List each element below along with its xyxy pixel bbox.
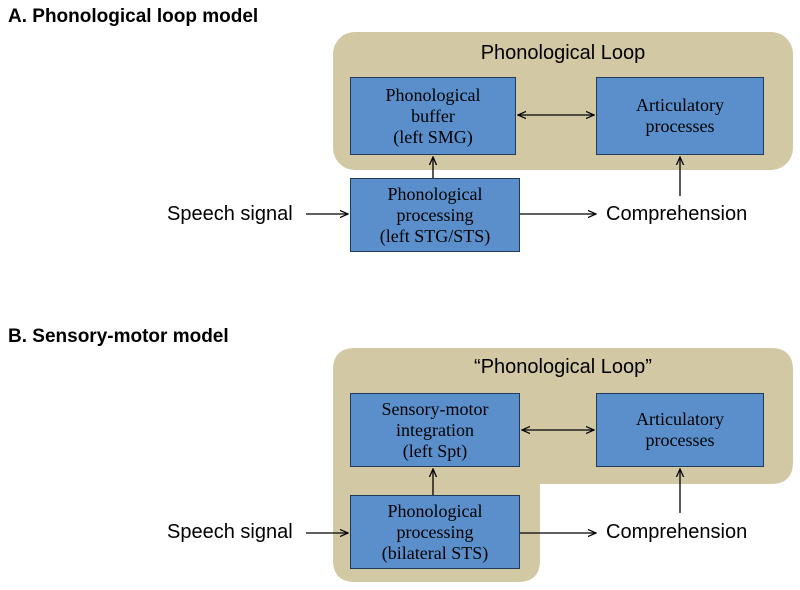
phonological-processing-box-a: Phonological processing (left STG/STS) — [350, 178, 520, 252]
box-line: Articulatory — [636, 409, 724, 429]
box-line: Phonological — [387, 183, 483, 204]
phonological-processing-box-b: Phonological processing (bilateral STS) — [350, 495, 520, 569]
phonological-buffer-box: Phonological buffer (left SMG) — [350, 77, 516, 155]
comprehension-label-b: Comprehension — [606, 521, 748, 543]
box-line: (left Spt) — [402, 440, 468, 461]
box-line: Sensory-motor — [381, 398, 489, 419]
box-line: processes — [645, 116, 715, 136]
articulatory-processes-box-b: Articulatory processes — [596, 393, 764, 467]
box-line: Articulatory — [636, 95, 724, 115]
speech-signal-label-b: Speech signal — [167, 521, 293, 543]
panel-a-loop-title: Phonological Loop — [480, 42, 646, 64]
articulatory-processes-box-a: Articulatory processes — [596, 77, 764, 155]
speech-signal-label-a: Speech signal — [167, 203, 293, 225]
box-line: Phonological — [385, 84, 481, 105]
box-line: buffer — [411, 105, 455, 126]
sensory-motor-integration-box: Sensory-motor integration (left Spt) — [350, 393, 520, 467]
box-line: processing — [396, 521, 474, 542]
panel-b-heading: B. Sensory-motor model — [8, 326, 229, 347]
box-line: processing — [396, 204, 474, 225]
comprehension-label-a: Comprehension — [606, 203, 748, 225]
box-line: (left SMG) — [393, 126, 473, 147]
box-line: (bilateral STS) — [381, 542, 489, 563]
box-line: integration — [396, 419, 474, 440]
box-line: (left STG/STS) — [379, 225, 491, 246]
panel-a-heading: A. Phonological loop model — [8, 6, 259, 27]
panel-b-loop-title: “Phonological Loop” — [474, 356, 652, 378]
box-line: Phonological — [387, 500, 483, 521]
box-line: processes — [645, 430, 715, 450]
